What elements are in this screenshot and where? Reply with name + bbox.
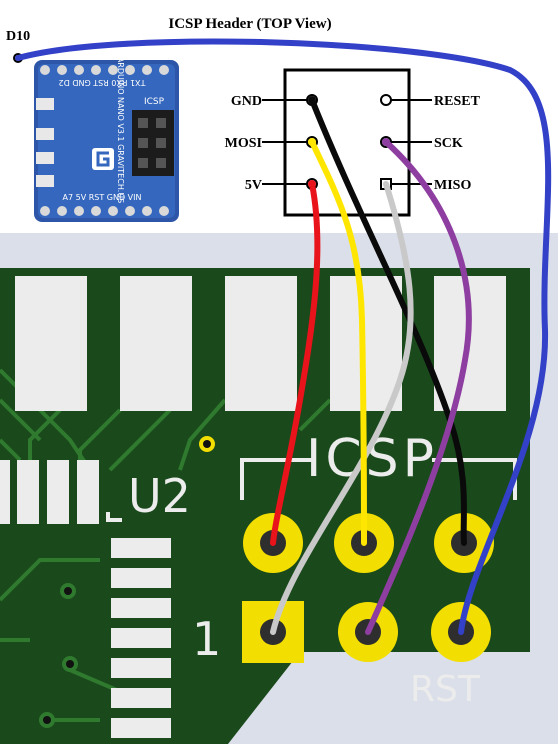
nano-bottom-pins <box>40 206 169 216</box>
pin-label-5v: 5V <box>245 178 262 193</box>
pin-label-sck: SCK <box>434 136 463 151</box>
nano-bottom-pin-labels: A7 5V RST GND VIN <box>63 193 142 202</box>
u2-label: U2 <box>128 469 191 523</box>
wire-purple-sck <box>365 139 472 635</box>
icsp-silk-label: ICSP <box>306 429 438 489</box>
wire-blue-d10-reset <box>15 38 552 635</box>
nano-brand-text: ARDUINO NANO V3.1 GRAVITECH.US <box>116 57 125 203</box>
smd-pads-left <box>0 460 99 524</box>
diagram-title: ICSP Header (TOP View) <box>168 16 331 32</box>
wires <box>15 38 552 635</box>
wire-gray-miso <box>270 181 414 635</box>
wire-black-gnd <box>309 97 467 546</box>
nano-top-pins <box>40 65 169 75</box>
nano-top-pin-labels: TX1 RX0 RST GND D2 <box>59 78 147 87</box>
pcb-vias <box>39 436 215 728</box>
pin1-label: 1 <box>192 612 221 666</box>
pin-label-reset: RESET <box>434 94 481 109</box>
pin-label-gnd: GND <box>231 94 262 109</box>
wire-end-dots <box>308 96 390 188</box>
wire-red-5v <box>270 181 321 546</box>
wire-yellow-mosi <box>309 139 367 546</box>
pin-label-mosi: MOSI <box>225 136 262 151</box>
u2-pads <box>111 538 171 738</box>
nano-leds <box>36 98 54 187</box>
pin-label-miso: MISO <box>434 178 471 193</box>
arduino-nano-image: TX1 RX0 RST GND D2 ICSP A7 5V RST GND VI… <box>34 57 179 222</box>
d10-label: D10 <box>6 29 30 44</box>
nano-icsp-label: ICSP <box>144 97 165 107</box>
pcb-board: ICSP U2 1 RST <box>0 268 530 744</box>
nano-icsp-pins <box>138 118 166 168</box>
rst-label: RST <box>410 669 481 710</box>
u2-corner-mark <box>106 512 122 522</box>
